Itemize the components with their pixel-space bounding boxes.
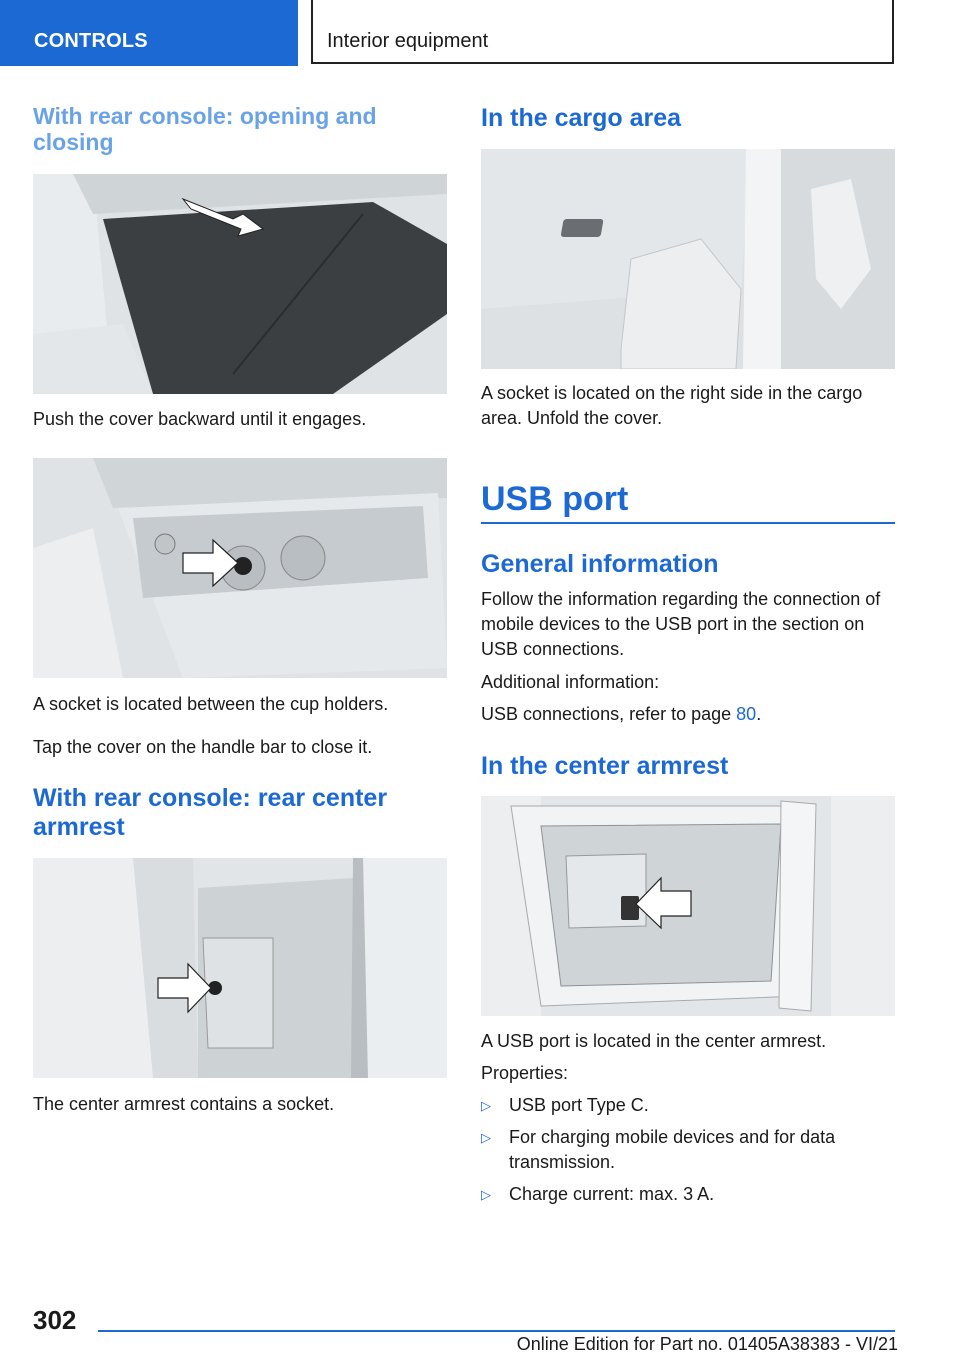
text-cargo-socket: A socket is located on the right side in…: [481, 383, 863, 428]
figure-center-armrest-usb: [481, 796, 895, 1016]
figure-cup-holders: [33, 458, 447, 678]
bullet-item-1: ▷ USB port Type C.: [481, 1093, 895, 1118]
text-tap-cover: Tap the cover on the handle bar to close…: [33, 737, 373, 757]
heading-general-information: General information: [481, 550, 719, 578]
usb-reference-suffix: .: [756, 704, 762, 724]
triangle-right-icon: ▷: [481, 1130, 491, 1145]
bullet-text: Charge current: max. 3 A.: [509, 1184, 715, 1204]
page-link-80[interactable]: 80: [736, 704, 757, 724]
heading-center-armrest: In the center armrest: [481, 752, 729, 780]
figure-console-cover: [33, 174, 447, 394]
heading-rear-armrest: With rear console: rear center armrest: [33, 784, 388, 841]
text-usb-reference: USB connections, refer to page 80.: [481, 702, 895, 727]
text-follow-information: Follow the information regarding the con…: [481, 589, 881, 659]
text-usb-located: A USB port is located in the center armr…: [481, 1031, 827, 1051]
section-title: CONTROLS: [34, 30, 148, 52]
bullet-text: For charging mobile devices and for data…: [509, 1127, 836, 1172]
bullet-text: USB port Type C.: [509, 1095, 649, 1115]
text-armrest-socket: The center armrest contains a socket.: [33, 1094, 335, 1114]
bullet-item-3: ▷ Charge current: max. 3 A.: [481, 1182, 895, 1207]
chapter-title: Interior equipment: [327, 30, 489, 52]
text-properties: Properties:: [481, 1063, 569, 1083]
figure-cargo-socket: [481, 149, 895, 369]
heading-rule: [481, 522, 895, 524]
bullet-item-2: ▷ For charging mobile devices and for da…: [481, 1125, 895, 1175]
chapter-tab: Interior equipment: [311, 0, 894, 64]
usb-reference-prefix: USB connections, refer to page: [481, 704, 737, 724]
heading-cargo-area: In the cargo area: [481, 104, 682, 132]
heading-open-close: With rear console: opening and closing: [33, 103, 377, 156]
triangle-right-icon: ▷: [481, 1098, 491, 1113]
footer-edition: Online Edition for Part no. 01405A38383 …: [516, 1334, 898, 1354]
page-number: 302: [33, 1305, 77, 1335]
section-tab: CONTROLS: [0, 0, 298, 66]
triangle-right-icon: ▷: [481, 1187, 491, 1202]
text-additional-information: Additional information:: [481, 672, 660, 692]
figure-rear-armrest: [33, 858, 447, 1078]
text-socket-cup-holders: A socket is located between the cup hold…: [33, 694, 389, 714]
text-push-cover: Push the cover backward until it engages…: [33, 409, 367, 429]
footer-rule: [98, 1330, 895, 1332]
heading-usb-port: USB port: [481, 480, 629, 518]
